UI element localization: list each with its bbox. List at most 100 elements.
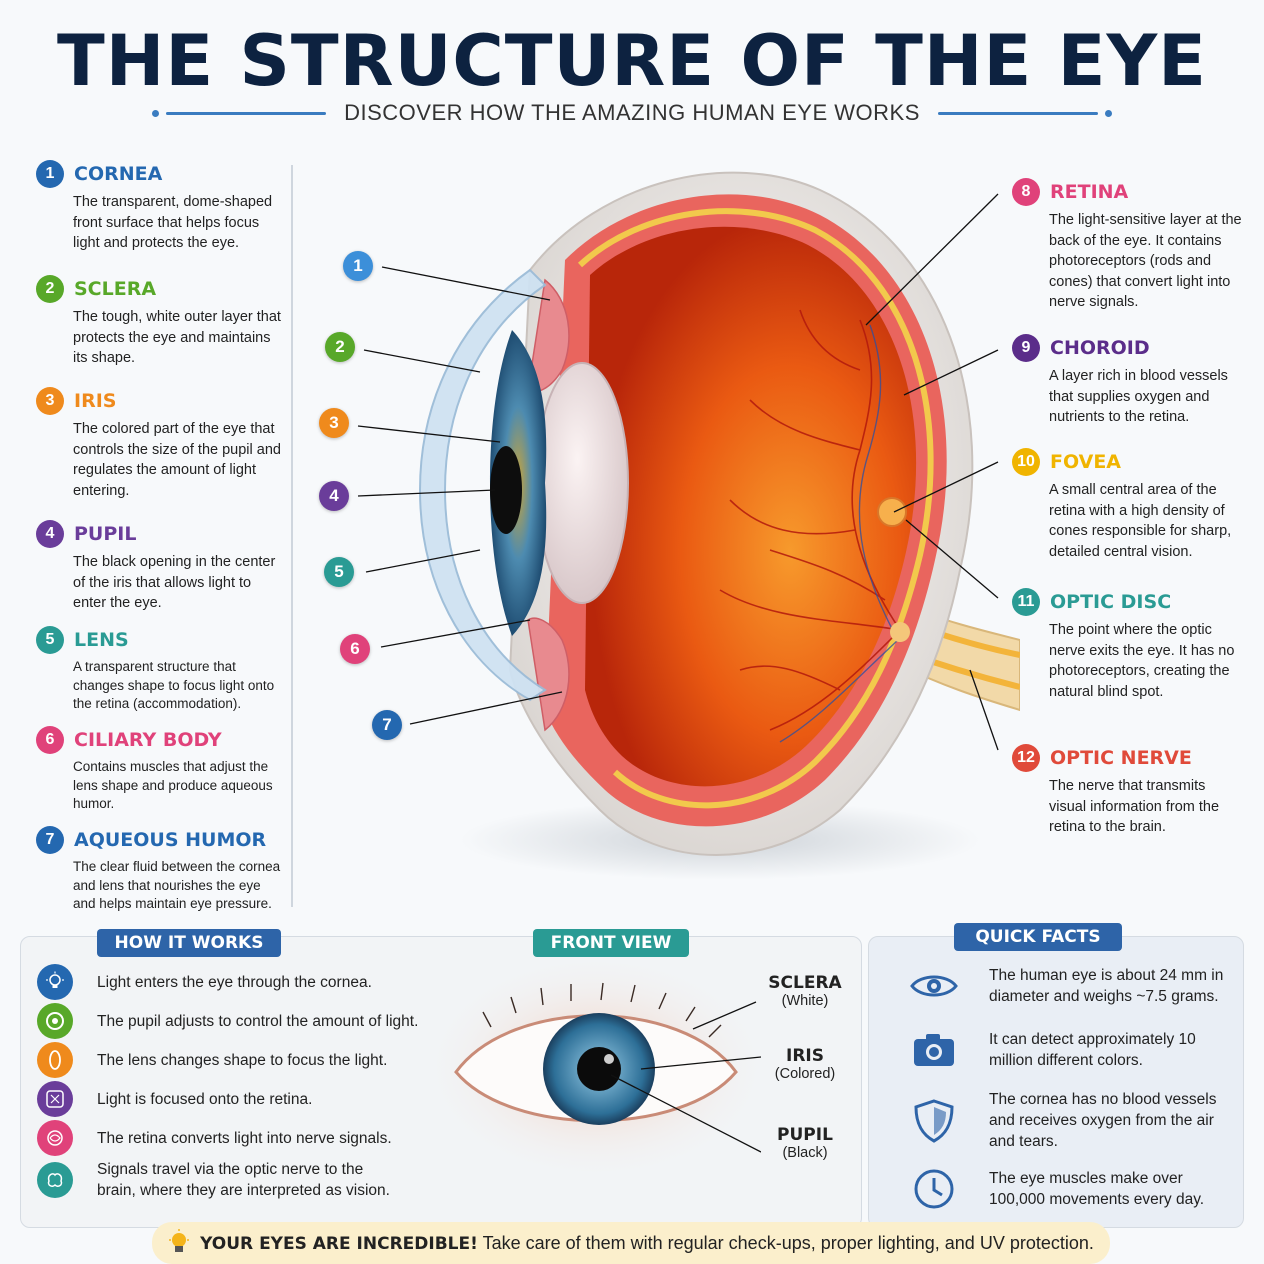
part-number: 4 bbox=[36, 520, 64, 548]
callout-5: 5 bbox=[324, 557, 354, 587]
part-description: A layer rich in blood vessels that suppl… bbox=[1049, 368, 1228, 425]
part-name: AQUEOUS HUMOR bbox=[74, 829, 267, 851]
part-number: 7 bbox=[36, 826, 64, 854]
fact-item: The cornea has no blood vessels and rece… bbox=[909, 1089, 1229, 1152]
column-divider bbox=[291, 165, 293, 907]
fact-text: It can detect approximately 10 million d… bbox=[989, 1031, 1196, 1069]
fact-text: The cornea has no blood vessels and rece… bbox=[989, 1091, 1217, 1150]
part-number: 3 bbox=[36, 387, 64, 415]
part-name: IRIS bbox=[74, 390, 117, 412]
part-description: A transparent structure that changes sha… bbox=[73, 659, 275, 711]
callout-4: 4 bbox=[319, 481, 349, 511]
banner-text: Take care of them with regular check-ups… bbox=[482, 1232, 1094, 1253]
how-step: The lens changes shape to focus the ligh… bbox=[37, 1042, 387, 1078]
signal-icon bbox=[37, 1120, 73, 1156]
camera-icon bbox=[914, 1034, 954, 1066]
light-bulb-icon bbox=[169, 1229, 190, 1252]
part-description: The black opening in the center of the i… bbox=[73, 554, 276, 611]
part-name: CILIARY BODY bbox=[74, 729, 222, 751]
subtitle-divider-left bbox=[152, 109, 327, 117]
part-number: 10 bbox=[1012, 448, 1040, 476]
part-name: OPTIC DISC bbox=[1050, 591, 1172, 613]
lens-icon bbox=[37, 1042, 73, 1078]
part-name: SCLERA bbox=[74, 278, 157, 300]
callout-1: 1 bbox=[343, 251, 373, 281]
part-number: 1 bbox=[36, 160, 64, 188]
part-optic-disc: 11 OPTIC DISC The point where the optic n… bbox=[1012, 588, 1245, 702]
footer-banner: YOUR EYES ARE INCREDIBLE! Take care of t… bbox=[152, 1222, 1110, 1264]
part-description: The point where the optic nerve exits th… bbox=[1049, 622, 1235, 700]
how-it-works-tag: HOW IT WORKS bbox=[97, 929, 281, 957]
shield-icon bbox=[914, 1098, 954, 1143]
callout-6: 6 bbox=[340, 634, 370, 664]
subtitle-row: DISCOVER HOW THE AMAZING HUMAN EYE WORKS bbox=[0, 100, 1264, 126]
how-step-text: The pupil adjusts to control the amount … bbox=[97, 1012, 419, 1030]
part-iris: 3 IRIS The colored part of the eye that c… bbox=[36, 387, 282, 501]
part-pupil: 4 PUPIL The black opening in the center o… bbox=[36, 520, 282, 614]
front-view-pupil-label: PUPIL (Black) bbox=[767, 1125, 843, 1161]
fact-item: The eye muscles make over 100,000 moveme… bbox=[909, 1167, 1229, 1211]
part-description: Contains muscles that adjust the lens sh… bbox=[73, 759, 273, 811]
part-name: CHOROID bbox=[1050, 337, 1150, 359]
part-aqueous-humor: 7 AQUEOUS HUMOR The clear fluid between t… bbox=[36, 826, 282, 914]
how-step-text: The lens changes shape to focus the ligh… bbox=[97, 1051, 388, 1069]
brain-icon bbox=[37, 1162, 73, 1198]
eye-icon bbox=[910, 975, 958, 997]
part-description: A small central area of the retina with … bbox=[1049, 482, 1232, 560]
how-step: Light is focused onto the retina. bbox=[37, 1081, 312, 1117]
part-fovea: 10 FOVEA A small central area of the reti… bbox=[1012, 448, 1245, 562]
how-step: The pupil adjusts to control the amount … bbox=[37, 1003, 418, 1039]
quick-facts-tag: QUICK FACTS bbox=[954, 923, 1122, 951]
part-number: 6 bbox=[36, 726, 64, 754]
sclera-label-name: SCLERA bbox=[768, 973, 842, 993]
pupil-label-note: (Black) bbox=[782, 1145, 828, 1161]
how-step-text: Signals travel via the optic nerve to th… bbox=[97, 1161, 390, 1199]
iris-label-name: IRIS bbox=[786, 1046, 824, 1066]
sclera-label-note: (White) bbox=[781, 993, 829, 1009]
fact-item: The human eye is about 24 mm in diameter… bbox=[909, 965, 1229, 1007]
fact-item: It can detect approximately 10 million d… bbox=[909, 1029, 1229, 1071]
part-cornea: 1 CORNEA The transparent, dome-shaped fro… bbox=[36, 160, 282, 254]
part-number: 9 bbox=[1012, 334, 1040, 362]
light-bulb-icon bbox=[37, 964, 73, 1000]
fact-text: The eye muscles make over 100,000 moveme… bbox=[989, 1170, 1205, 1208]
front-view-iris-label: IRIS (Colored) bbox=[767, 1046, 843, 1082]
part-name: CORNEA bbox=[74, 163, 163, 185]
part-description: The clear fluid between the cornea and l… bbox=[73, 859, 281, 911]
how-step-text: Light is focused onto the retina. bbox=[97, 1090, 313, 1108]
callout-7: 7 bbox=[372, 710, 402, 740]
front-view-sclera-label: SCLERA (White) bbox=[767, 973, 843, 1009]
part-number: 8 bbox=[1012, 178, 1040, 206]
fact-text: The human eye is about 24 mm in diameter… bbox=[989, 967, 1224, 1005]
part-name: LENS bbox=[74, 629, 129, 651]
part-name: RETINA bbox=[1050, 181, 1129, 203]
front-view-eye-illustration bbox=[436, 962, 761, 1172]
part-name: FOVEA bbox=[1050, 451, 1122, 473]
part-choroid: 9 CHOROID A layer rich in blood vessels t… bbox=[1012, 334, 1245, 428]
part-ciliary-body: 6 CILIARY BODY Contains muscles that adju… bbox=[36, 726, 282, 814]
pupil-label-name: PUPIL bbox=[777, 1125, 833, 1145]
part-name: OPTIC NERVE bbox=[1050, 747, 1192, 769]
part-number: 2 bbox=[36, 275, 64, 303]
aperture-icon bbox=[37, 1003, 73, 1039]
front-view-tag: FRONT VIEW bbox=[533, 929, 689, 957]
part-description: The nerve that transmits visual informat… bbox=[1049, 778, 1220, 835]
how-it-works-panel: HOW IT WORKS Light enters the eye throug… bbox=[20, 929, 862, 1228]
how-step-text: Light enters the eye through the cornea. bbox=[97, 973, 372, 991]
eye-cross-section-illustration bbox=[357, 171, 1021, 880]
part-lens: 5 LENS A transparent structure that chang… bbox=[36, 626, 282, 714]
part-name: PUPIL bbox=[74, 523, 137, 545]
how-step: The retina converts light into nerve sig… bbox=[37, 1120, 392, 1156]
part-description: The colored part of the eye that control… bbox=[73, 421, 281, 499]
how-step: Light enters the eye through the cornea. bbox=[37, 964, 372, 1000]
clock-icon bbox=[914, 1169, 954, 1209]
part-description: The transparent, dome-shaped front surfa… bbox=[73, 194, 273, 251]
part-number: 5 bbox=[36, 626, 64, 654]
retina-icon bbox=[37, 1081, 73, 1117]
quick-facts-panel: QUICK FACTS The human eye is about 24 mm… bbox=[868, 923, 1244, 1228]
subtitle-divider-right bbox=[937, 109, 1112, 117]
part-number: 11 bbox=[1012, 588, 1040, 616]
